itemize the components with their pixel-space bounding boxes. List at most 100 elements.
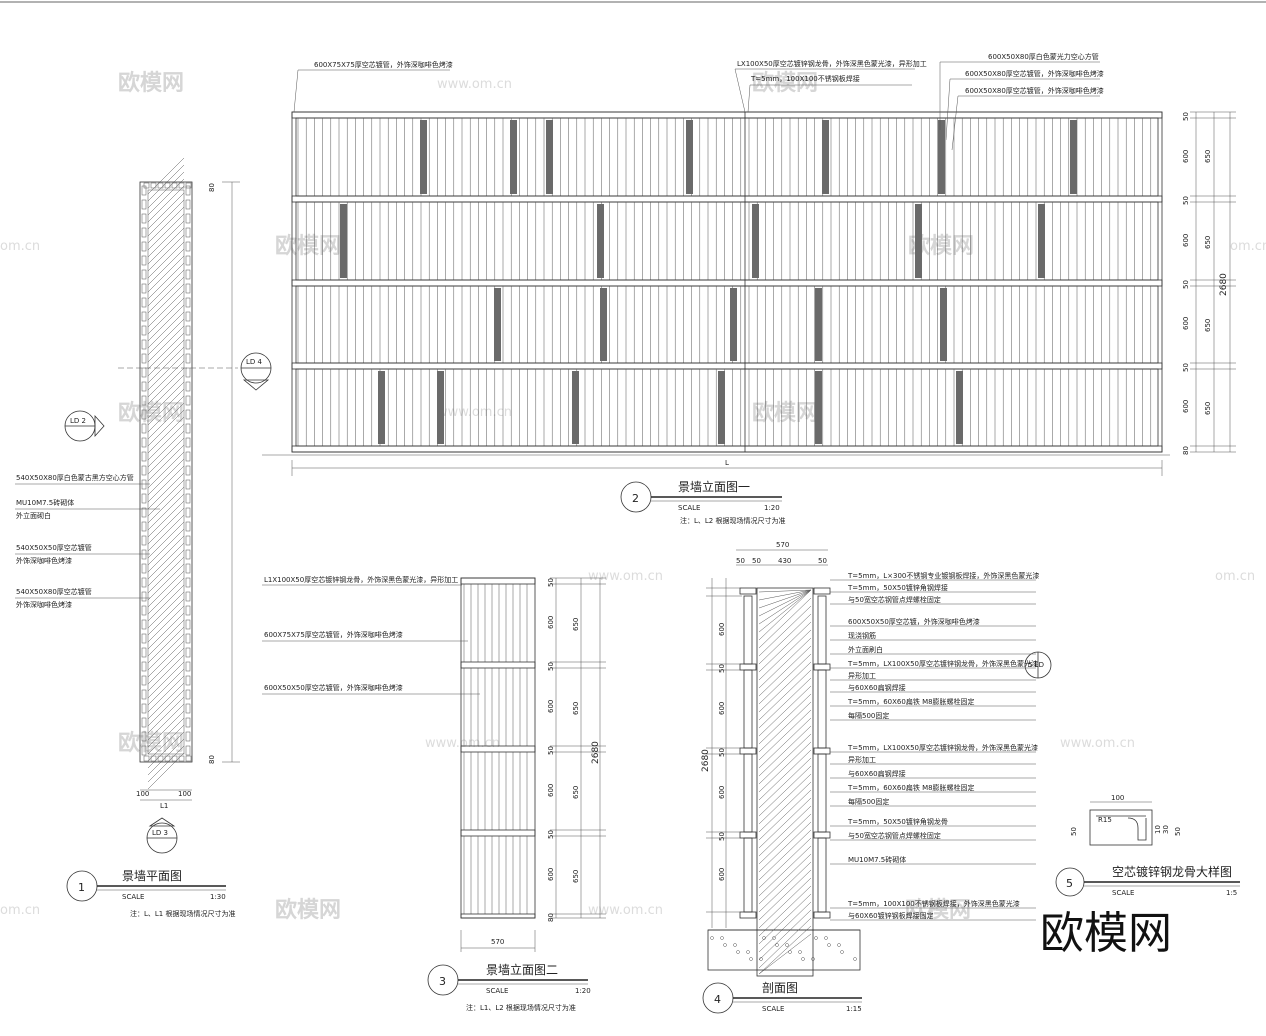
plan-tube: [185, 563, 191, 574]
plan-tube: [185, 755, 192, 762]
dimension-label: 600: [547, 868, 555, 881]
dark-batten: [718, 371, 725, 444]
plan-tube: [141, 451, 147, 462]
cladding-tube: [817, 595, 827, 665]
cladding-tube: [743, 669, 753, 749]
plan-note: 外饰深咖啡色烤漆: [16, 556, 72, 565]
section-note: T=5mm，100X100不锈钢板焊接，外饰深黑色蒙光漆: [847, 899, 1020, 908]
section-note: T=5mm，60X60扁铁 M8膨胀螺栓固定: [847, 783, 975, 792]
hatch-line: [758, 597, 812, 649]
hatch-line: [147, 311, 185, 349]
watermark-url: www.om.cn: [425, 736, 500, 751]
elev2-note: 600X75X75厚空芯镀管，外饰深咖啡色烤漆: [264, 630, 403, 639]
hatch-line: [147, 535, 185, 573]
dark-batten: [378, 371, 385, 444]
dark-batten: [815, 288, 822, 361]
cladding-tube: [817, 837, 827, 913]
detail-scale-label: SCALE: [1112, 889, 1134, 897]
hatch-line: [147, 507, 185, 545]
plan-tube: [185, 325, 191, 336]
hatch-line: [758, 645, 812, 697]
dimension-label: 600: [718, 623, 726, 636]
hatch-line: [758, 741, 812, 793]
elev2-note: L1X100X50厚空芯镀锌钢龙骨，外饰深黑色蒙光漆，异形加工: [264, 575, 458, 584]
elev1-note: LX100X50厚空芯镀锌钢龙骨，外饰深黑色蒙光漆，异形加工: [737, 59, 927, 68]
plan-tube: [185, 241, 191, 252]
plan-tube: [157, 182, 164, 189]
aggregate: [827, 943, 831, 947]
plan-tube: [141, 423, 147, 434]
section-mark-2-label: LD 2: [70, 417, 86, 425]
dark-batten: [420, 120, 427, 194]
keel: [739, 831, 757, 839]
elevation-two-annotations: L1X100X50厚空芯镀锌钢龙骨，外饰深黑色蒙光漆，异形加工 600X75X7…: [262, 575, 480, 695]
watermark-brand: 欧模网: [752, 400, 818, 426]
elev2-title-block: 3 景墙立面图二 SCALE 1:20 注：L1、L2 根据现场情况尺寸为准: [427, 962, 591, 1012]
plan-tube: [141, 689, 147, 700]
watermark-url: www.om.cn: [437, 77, 512, 92]
dimension-label: 650: [1204, 319, 1212, 332]
hatch-line: [147, 472, 185, 510]
plan-tube: [185, 451, 191, 462]
hatch-line: [758, 661, 812, 713]
dimension-label: 650: [572, 870, 580, 883]
hatch-line: [147, 626, 185, 664]
section-mark-4: LD 4: [240, 352, 272, 391]
detail-mark-label: 5 LD: [1028, 661, 1044, 669]
hatch-line: [758, 781, 812, 833]
dimension-label: 50: [547, 746, 555, 755]
dimension-label: 600: [1182, 150, 1190, 163]
plan-tube: [185, 535, 191, 546]
section-dim: 50: [752, 557, 761, 565]
plan-tube: [141, 227, 147, 238]
hatch-line: [147, 276, 185, 314]
plan-tube: [141, 479, 147, 490]
elev1-scale-label: SCALE: [678, 504, 700, 512]
elev1-note: 600X50X80厚白色蒙光力空心方管: [988, 52, 1099, 61]
hatch-line: [758, 733, 812, 785]
detail-dim-width: 100: [1111, 794, 1124, 802]
detail-dim: 50: [1070, 827, 1078, 836]
section-view-title: 剖面图: [762, 981, 798, 995]
hatch-line: [758, 837, 812, 889]
plan-tube: [141, 731, 147, 742]
rail: [460, 913, 536, 919]
dimension-label: 80: [547, 913, 555, 922]
hatch-line: [147, 654, 185, 692]
plan-tube: [141, 507, 147, 518]
section-note: 现浇钢筋: [848, 631, 876, 640]
hatch-line: [758, 845, 812, 897]
elev1-note: 600X75X75厚空芯镀管，外饰深咖啡色烤漆: [314, 60, 453, 69]
plan-tube: [185, 507, 191, 518]
hatch-line: [147, 269, 185, 307]
watermark-brand: 欧模网: [275, 233, 341, 259]
hatch-line: [147, 332, 185, 370]
elev2-note-footer: 注：L1、L2 根据现场情况尺寸为准: [466, 1003, 576, 1012]
dimension-label: 600: [1182, 400, 1190, 413]
rail: [291, 195, 1163, 203]
aggregate: [801, 957, 805, 961]
hatch-line: [758, 901, 812, 953]
plan-tube: [185, 717, 191, 728]
dark-batten: [1038, 204, 1045, 278]
plan-tube: [185, 395, 191, 406]
dimension-label: 50: [547, 662, 555, 671]
plan-tube: [141, 661, 147, 672]
keel: [739, 663, 757, 671]
hatch-line: [758, 669, 812, 721]
section-note: 异形加工: [848, 671, 876, 680]
dark-batten: [938, 120, 945, 194]
hatch-line: [758, 725, 812, 777]
hatch-line: [147, 360, 185, 398]
cladding-tube: [743, 753, 753, 833]
hatch-line: [147, 703, 185, 741]
dark-batten: [437, 371, 444, 444]
hatch-line: [147, 437, 185, 475]
hatch-line: [147, 647, 185, 685]
plan-note: 540X50X80厚白色蒙古黑方空心方管: [16, 473, 134, 482]
plan-tube: [141, 269, 147, 280]
watermark-brand: 欧模网: [118, 730, 184, 756]
dimension-label: 650: [572, 618, 580, 631]
section-note: T=5mm，50X50镀锌角钢龙骨: [847, 817, 948, 826]
cladding-tube: [743, 837, 753, 913]
